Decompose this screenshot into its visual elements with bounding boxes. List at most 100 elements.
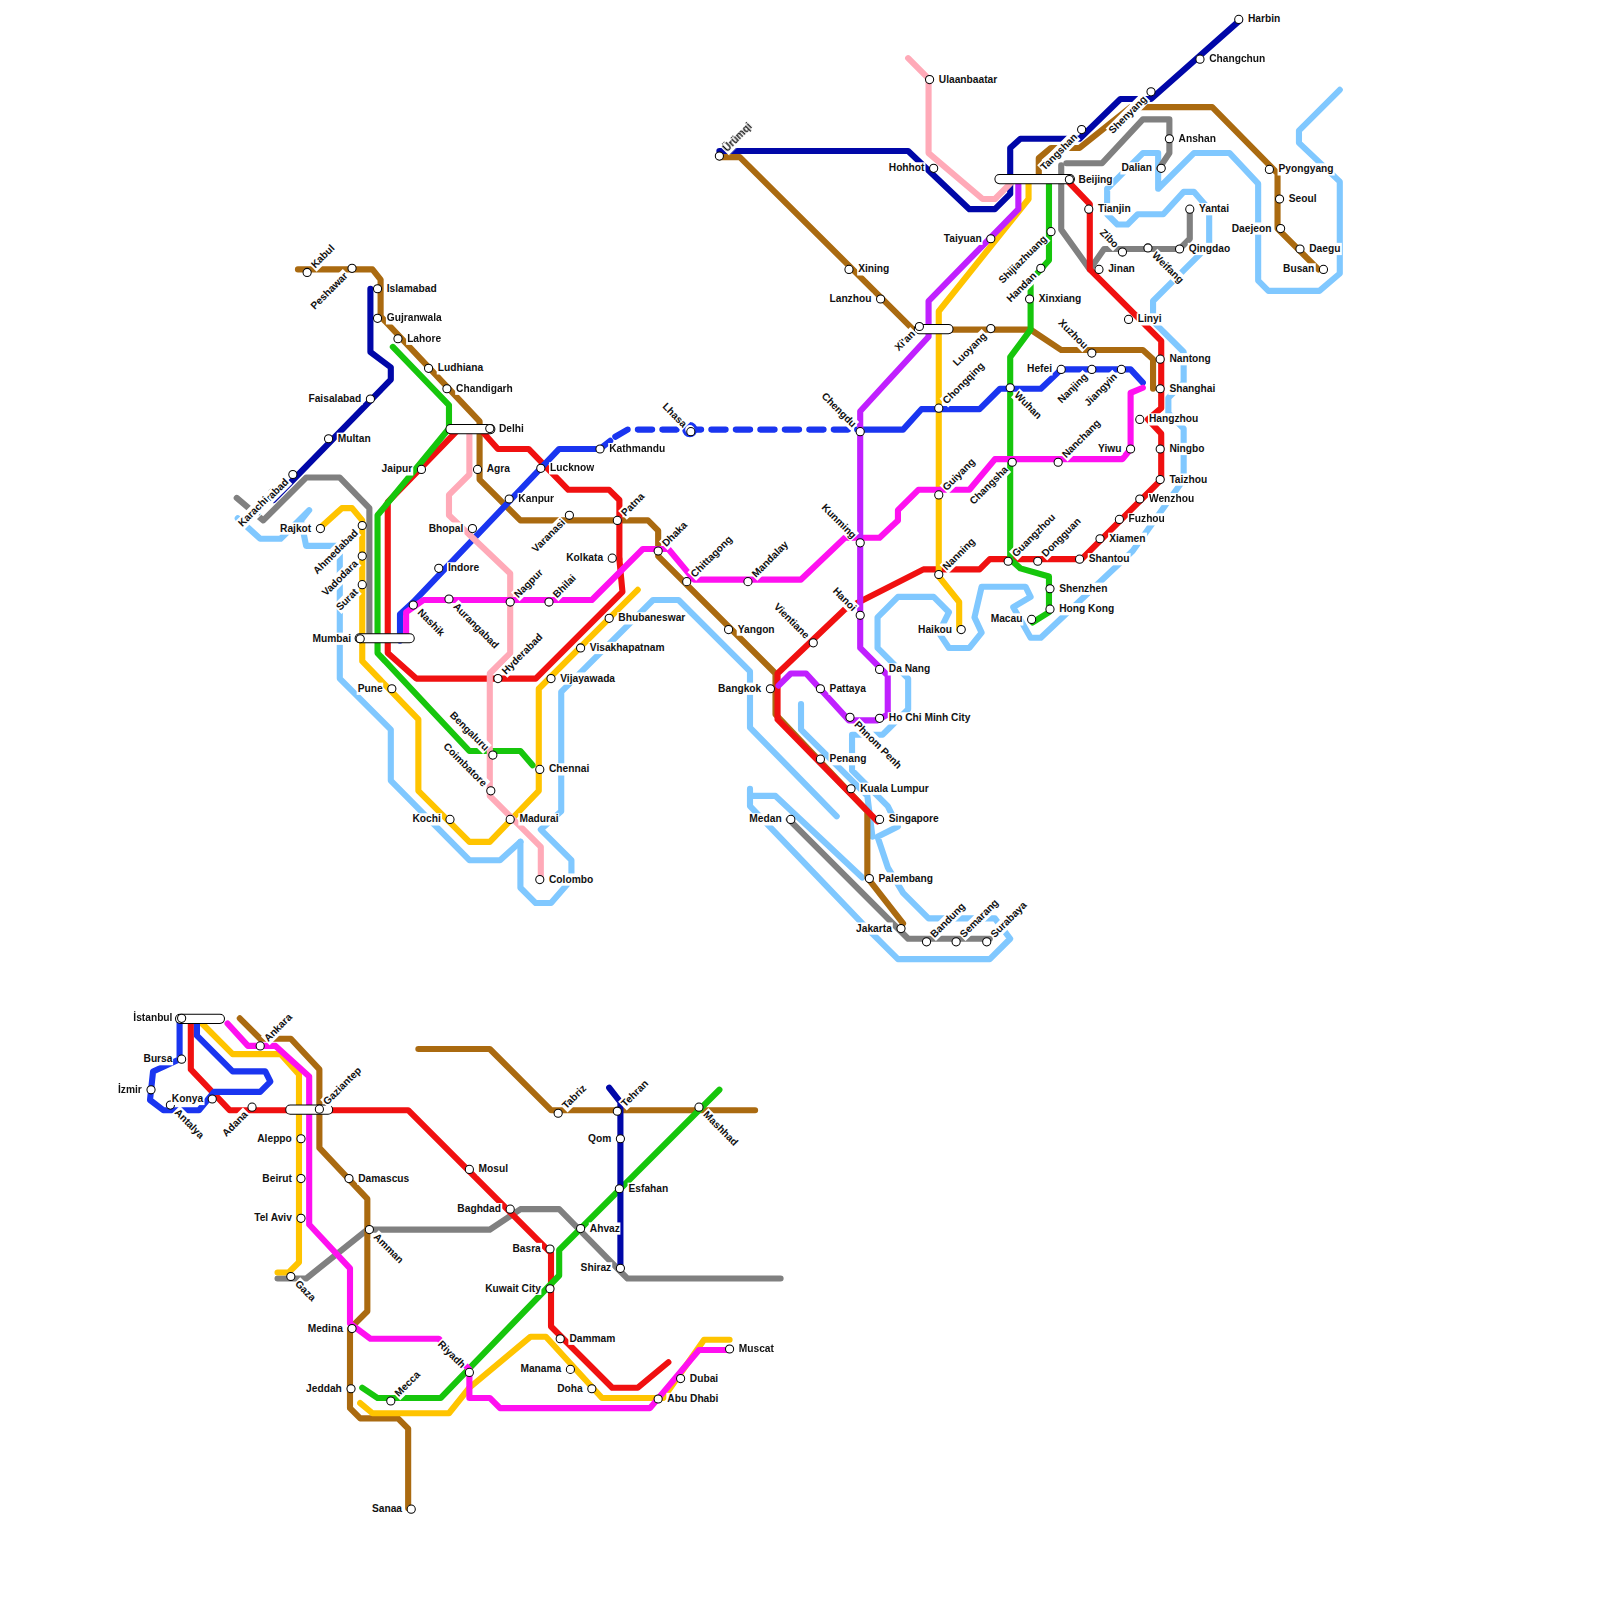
station-label: Pattaya <box>829 683 867 695</box>
station-label: Manama <box>519 1363 562 1375</box>
station-marker <box>1088 365 1096 373</box>
station-label: Doha <box>556 1383 584 1395</box>
station-label: Damascus <box>357 1172 410 1184</box>
station-label: Tel Aviv <box>253 1212 293 1224</box>
station-marker <box>983 938 991 946</box>
station-label: Riyadh <box>434 1338 468 1372</box>
interchange-pill <box>355 634 414 643</box>
station-marker <box>506 815 514 823</box>
station-marker <box>287 1272 295 1280</box>
station-marker <box>546 1245 554 1253</box>
station-marker <box>1196 55 1204 63</box>
station-marker <box>468 524 476 532</box>
station-marker <box>358 552 366 560</box>
station-marker <box>506 598 514 606</box>
station-marker <box>677 1374 685 1382</box>
station-label: Kabul <box>308 242 338 272</box>
station-label: Nantong <box>1168 353 1211 365</box>
station-marker <box>297 1214 305 1222</box>
grey-lines <box>237 119 1190 1278</box>
station-label: Peshawar <box>307 269 351 313</box>
station-marker <box>407 1505 415 1513</box>
station-marker <box>608 554 616 562</box>
station-marker <box>1034 557 1042 565</box>
station-marker <box>445 595 453 603</box>
station-marker <box>1076 555 1084 563</box>
station-marker <box>724 626 732 634</box>
station-marker <box>1118 248 1126 256</box>
station-label: Ankara <box>261 1011 296 1046</box>
station-marker <box>876 665 884 673</box>
station-label: Ningbo <box>1168 443 1205 455</box>
station-label: Fuzhou <box>1128 513 1166 525</box>
station-label: Medan <box>748 813 782 825</box>
station-label: Da Nang <box>888 663 931 675</box>
station-label: Lahore <box>406 333 442 345</box>
station-label: Visakhapatnam <box>589 642 666 654</box>
station-marker <box>613 1107 621 1115</box>
station-label: Mosul <box>478 1163 510 1175</box>
station-marker <box>1037 264 1045 272</box>
station-label: Anshan <box>1178 133 1217 145</box>
station-label: Mumbai <box>311 633 352 645</box>
station-marker <box>297 1174 305 1182</box>
station-marker <box>347 1385 355 1393</box>
station-marker <box>846 713 854 721</box>
station-marker <box>588 1385 596 1393</box>
station-markers <box>147 15 1328 1513</box>
station-label: Jinan <box>1107 263 1136 275</box>
station-label: Kochi <box>411 813 441 825</box>
station-label: Varanasi <box>529 516 569 556</box>
yellow-lines <box>202 180 1029 1414</box>
station-label: Karachi <box>235 494 272 531</box>
station-marker <box>1186 205 1194 213</box>
station-marker <box>1096 535 1104 543</box>
station-label: Beirut <box>261 1172 293 1184</box>
station-marker <box>388 685 396 693</box>
station-label: Bhopal <box>428 522 465 534</box>
station-marker <box>1046 585 1054 593</box>
station-label: Shantou <box>1088 553 1131 565</box>
station-label: Basra <box>511 1243 541 1255</box>
station-label: Amman <box>370 1230 407 1267</box>
station-label: Xuzhou <box>1055 316 1091 352</box>
station-marker <box>297 1135 305 1143</box>
station-marker <box>248 1103 256 1111</box>
station-label: Harbin <box>1247 13 1281 25</box>
station-label: Bangkok <box>717 683 762 695</box>
station-label: Hyderabad <box>499 630 546 677</box>
station-label: Ürümqi <box>720 120 755 155</box>
station-marker <box>348 1324 356 1332</box>
station-label: Kathmandu <box>608 443 666 455</box>
station-label: Taiyuan <box>943 233 983 245</box>
station-label: Wuhan <box>1011 389 1045 423</box>
station-marker <box>446 815 454 823</box>
station-label: Bursa <box>142 1053 173 1065</box>
station-label: Penang <box>829 753 868 765</box>
station-marker <box>915 322 923 330</box>
station-label: Antalya <box>171 1106 207 1142</box>
station-marker <box>847 785 855 793</box>
station-marker <box>809 639 817 647</box>
station-marker <box>935 570 943 578</box>
station-label: Rajkot <box>279 522 312 534</box>
station-label: Weifang <box>1149 249 1187 287</box>
station-label: Aleppo <box>256 1133 293 1145</box>
station-marker <box>1276 195 1284 203</box>
station-marker <box>766 685 774 693</box>
station-marker <box>1176 245 1184 253</box>
station-marker <box>356 635 364 643</box>
station-marker <box>208 1095 216 1103</box>
station-label: Pyongyang <box>1278 163 1335 175</box>
station-marker <box>1008 458 1016 466</box>
station-label: Seoul <box>1288 193 1318 205</box>
station-marker <box>845 265 853 273</box>
station-marker <box>615 1185 623 1193</box>
station-marker <box>1026 295 1034 303</box>
station-label: Nanning <box>940 535 979 574</box>
station-label: Lanzhou <box>828 293 872 305</box>
sea-routes <box>238 90 1340 959</box>
station-label: Macau <box>990 613 1024 625</box>
station-label: Zibo <box>1096 226 1121 251</box>
station-marker <box>348 264 356 272</box>
